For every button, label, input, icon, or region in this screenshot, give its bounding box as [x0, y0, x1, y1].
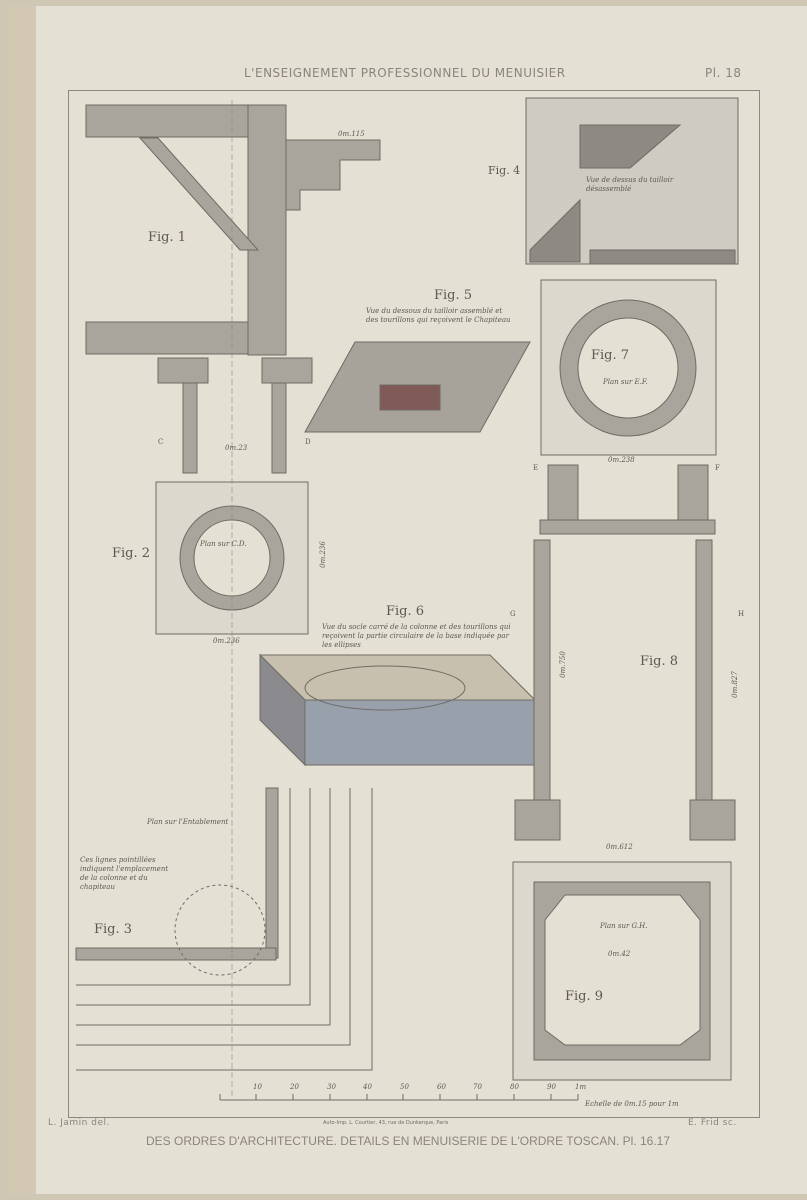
scale-tick-30: 30	[327, 1083, 336, 1091]
fig9-label: Fig. 9	[565, 989, 604, 1004]
dim-0m238: 0m.238	[608, 456, 635, 464]
fig2-drawing	[155, 481, 309, 635]
section-letter-d: D	[305, 438, 311, 446]
dim-0m236-vertical: 0m.236	[318, 541, 327, 568]
fig2-label: Fig. 2	[112, 546, 151, 561]
scale-bar	[219, 1094, 579, 1101]
fig6-label: Fig. 6	[386, 604, 425, 619]
fig7-label: Fig. 7	[591, 348, 630, 363]
dim-0m236: 0m.236	[213, 637, 240, 645]
footer-engraver: E. Frid sc.	[688, 1118, 737, 1128]
scale-tick-90: 90	[547, 1083, 556, 1091]
scale-tick-40: 40	[363, 1083, 372, 1091]
fig5-label: Fig. 5	[434, 288, 473, 303]
footer-printer: Auto-Imp. L. Courtier, 43, rue de Dunker…	[323, 1120, 449, 1126]
dim-0m42: 0m.42	[608, 950, 631, 958]
fig6-drawing	[258, 653, 537, 767]
scale-tick-70: 70	[473, 1083, 482, 1091]
scale-tick-80: 80	[510, 1083, 519, 1091]
fig2-plan-label: Plan sur C.D.	[200, 540, 247, 548]
scale-tick-10: 10	[253, 1083, 262, 1091]
dim-0m115: 0m.115	[338, 130, 365, 138]
fig3-plan-label: Plan sur l'Entablement	[147, 818, 229, 826]
fig1-drawing	[85, 104, 381, 474]
fig4-drawing	[525, 97, 739, 265]
dim-0m827: 0m.827	[730, 671, 739, 698]
fig8-label: Fig. 8	[640, 654, 679, 669]
dim-0m612: 0m.612	[606, 843, 633, 851]
fig8-drawing	[514, 464, 736, 841]
fig9-drawing	[512, 861, 732, 1081]
fig4-caption: Vue de dessus du tailloir désassemblé	[586, 176, 674, 193]
scale-label: Echelle de 0m.15 pour 1m	[585, 1100, 679, 1108]
section-letter-f: F	[715, 464, 720, 472]
section-letter-c: C	[158, 438, 164, 446]
fig3-note: Ces lignes pointillées indiquent l'empla…	[80, 856, 169, 891]
plate-number: Pl. 18	[705, 66, 742, 80]
fig7-plan-label: Plan sur E.F.	[603, 378, 648, 386]
fig1-label: Fig. 1	[148, 230, 187, 245]
scale-tick-1m: 1m	[575, 1083, 587, 1091]
fig6-caption: Vue du socle carré de la colonne et des …	[322, 623, 511, 649]
fig7-drawing	[540, 279, 717, 456]
scale-tick-60: 60	[437, 1083, 446, 1091]
footer-title: DES ORDRES D'ARCHITECTURE. DETAILS EN ME…	[146, 1134, 671, 1148]
section-letter-g: G	[510, 610, 516, 618]
section-letter-e: E	[533, 464, 539, 472]
scale-tick-50: 50	[400, 1083, 409, 1091]
section-letter-h: H	[738, 610, 745, 618]
fig5-caption: Vue du dessous du tailloir assemblé et d…	[366, 307, 511, 324]
fig3-drawing	[75, 787, 373, 1071]
dim-0m23: 0m.23	[225, 444, 248, 452]
fig4-label: Fig. 4	[488, 164, 521, 177]
fig9-plan-label: Plan sur G.H.	[600, 922, 648, 930]
plate-frame	[68, 90, 760, 1118]
scale-tick-20: 20	[290, 1083, 299, 1091]
fig3-label: Fig. 3	[94, 922, 133, 937]
dim-0m750: 0m.750	[558, 651, 567, 678]
plate-header-title: L'ENSEIGNEMENT PROFESSIONNEL DU MENUISIE…	[244, 66, 566, 80]
footer-draftsman: L. Jamin del.	[48, 1118, 110, 1128]
